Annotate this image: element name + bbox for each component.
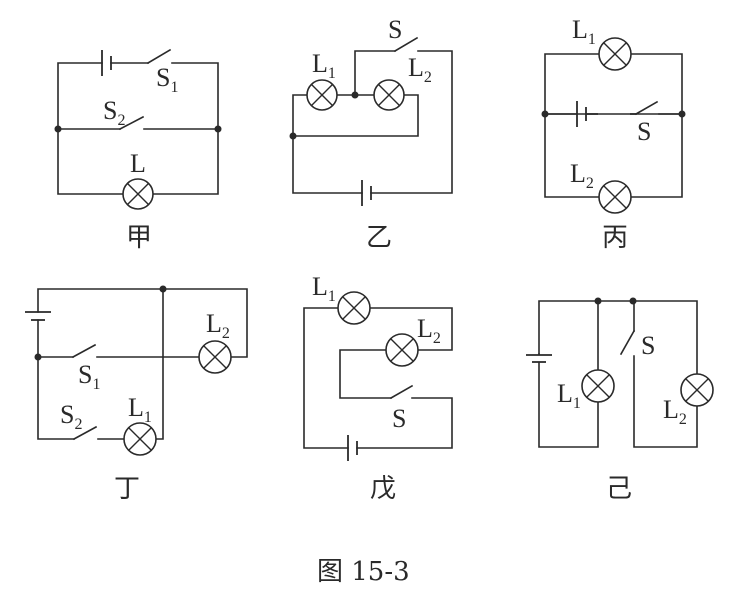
junction-dot [214, 125, 222, 133]
junction-dot [594, 297, 602, 305]
switch-label: S [637, 117, 651, 146]
switch-label: S1 [78, 360, 100, 393]
wire [37, 288, 164, 440]
wire [292, 50, 453, 194]
switch-s2-icon [72, 425, 98, 441]
switch-s1-icon [146, 48, 172, 65]
circuit-wu: L1 L2 S 戊 [303, 272, 453, 504]
switch-label: S [388, 15, 402, 44]
lamp-label: L2 [417, 314, 441, 347]
circuit-caption: 乙 [366, 223, 392, 253]
circuit-caption: 甲 [126, 223, 152, 253]
switch-s1-icon [71, 343, 97, 359]
lamp-l2-icon [373, 79, 405, 111]
lamp-l1-icon [306, 79, 338, 111]
junction-dot [54, 125, 62, 133]
junction-dot [629, 297, 637, 305]
lamp-label: L2 [206, 309, 230, 342]
switch-s-icon [634, 100, 659, 116]
circuit-caption: 丙 [602, 223, 628, 253]
lamp-label: L1 [572, 15, 596, 48]
switch-label: S2 [103, 96, 125, 129]
wire [538, 300, 698, 448]
lamp-label: L1 [128, 393, 152, 426]
junction-dot [289, 132, 297, 140]
circuit-ji: S L1 L2 己 [526, 297, 714, 504]
switch-label: S1 [156, 63, 178, 96]
lamp-icon [122, 178, 154, 210]
junction-dot [678, 110, 686, 118]
lamp-l2-icon [680, 373, 714, 407]
switch-s-icon [393, 36, 419, 53]
battery-icon [25, 311, 51, 321]
junction-dot [351, 91, 359, 99]
battery-icon [526, 354, 552, 363]
junction-dot [541, 110, 549, 118]
battery-icon [361, 180, 372, 206]
battery-icon [576, 101, 587, 127]
lamp-label: L [130, 149, 146, 178]
switch-s2-icon [118, 115, 145, 131]
switch-s-icon [389, 384, 414, 400]
lamp-label: L2 [408, 53, 432, 86]
battery-icon [101, 50, 112, 76]
switch-s-icon [619, 329, 636, 356]
lamp-l1-icon [581, 369, 615, 403]
lamp-label: L2 [570, 159, 594, 192]
circuit-yi: S L1 L2 乙 [289, 15, 453, 253]
lamp-l1-icon [337, 291, 371, 325]
lamp-l2-icon [198, 340, 232, 374]
circuit-caption: 戊 [370, 474, 396, 504]
lamp-l2-icon [598, 180, 632, 214]
switch-label: S [392, 404, 406, 433]
junction-dot [34, 353, 42, 361]
battery-icon [347, 435, 358, 461]
junction-dot [159, 285, 167, 293]
circuit-bing: L1 S L2 丙 [541, 15, 686, 253]
lamp-label: L1 [312, 272, 336, 305]
lamp-label: L2 [663, 395, 687, 428]
circuit-caption: 己 [606, 474, 632, 504]
circuit-ding: L2 S1 S2 L1 丁 [25, 285, 248, 504]
wire [57, 62, 219, 195]
lamp-label: L1 [557, 379, 581, 412]
lamp-l2-icon [385, 333, 419, 367]
switch-label: S2 [60, 400, 82, 433]
switch-label: S [641, 331, 655, 360]
wire [544, 53, 683, 198]
circuit-caption: 丁 [114, 474, 140, 504]
wire [303, 307, 453, 449]
lamp-l1-icon [598, 37, 632, 71]
lamp-l1-icon [123, 422, 157, 456]
circuit-jia: S1 S2 L 甲 [54, 48, 222, 253]
lamp-label: L1 [312, 49, 336, 82]
figure-caption: 图 15-3 [317, 557, 410, 587]
